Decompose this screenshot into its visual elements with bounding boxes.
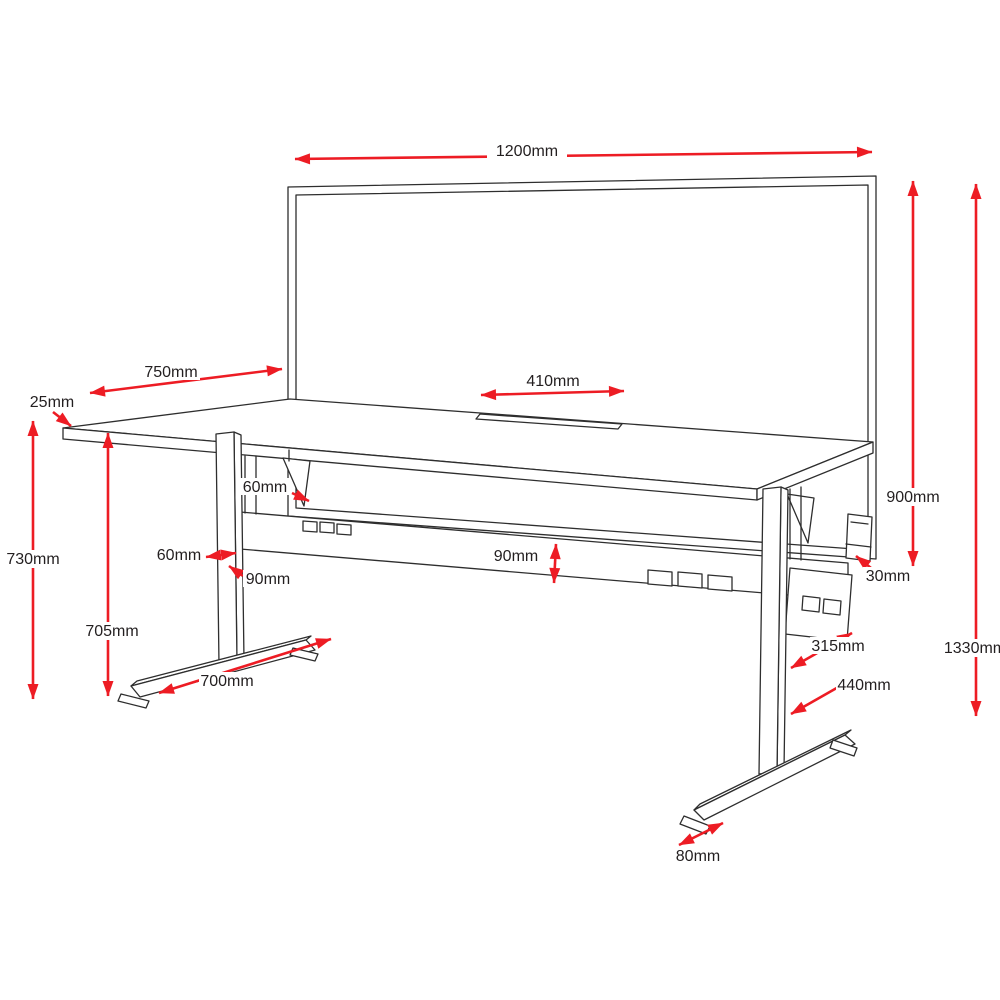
desk-top-right-edge bbox=[756, 441, 874, 501]
screen-clamp bbox=[845, 513, 873, 562]
label-text: 700mm bbox=[200, 673, 253, 690]
cable-slot bbox=[475, 413, 623, 430]
label-text: 90mm bbox=[246, 571, 290, 588]
dim-label-screen-gap: 30mm bbox=[863, 567, 913, 585]
label-bg bbox=[673, 847, 723, 864]
label-text: 60mm bbox=[243, 479, 287, 496]
cable-box-slot-1 bbox=[801, 595, 821, 613]
dim-label-beam-height: 90mm bbox=[491, 547, 541, 565]
label-bg bbox=[82, 622, 142, 640]
dim-label-desk-height: 730mm bbox=[3, 550, 63, 568]
desk-line-art bbox=[62, 175, 877, 835]
dim-label-box-depth: 315mm bbox=[810, 637, 866, 655]
right-foot-pad-rear bbox=[829, 739, 858, 757]
beam-outlet-a1 bbox=[302, 520, 318, 533]
right-foot bbox=[693, 734, 856, 821]
label-text: 410mm bbox=[526, 373, 579, 390]
dim-label-foot-width: 80mm bbox=[673, 847, 723, 865]
label-text: 30mm bbox=[866, 568, 910, 585]
dim-arrow-foot-width bbox=[678, 821, 724, 847]
label-bg bbox=[154, 546, 204, 563]
right-support-rails bbox=[789, 486, 802, 561]
label-text: 730mm bbox=[6, 551, 59, 568]
left-leg-column bbox=[215, 431, 238, 666]
label-text: 315mm bbox=[811, 638, 864, 655]
dim-arrow-screen-gap bbox=[855, 554, 872, 570]
dim-arrow-screen-width bbox=[294, 146, 873, 165]
dim-arrow-bracket bbox=[291, 489, 310, 503]
label-text: 900mm bbox=[886, 489, 939, 506]
beam-outlet-a2 bbox=[319, 521, 335, 534]
dim-label-leg-depth: 90mm bbox=[243, 570, 293, 588]
label-text: 60mm bbox=[157, 547, 201, 564]
beam-outlet-b3 bbox=[707, 574, 733, 592]
dim-label-box-width: 440mm bbox=[836, 676, 892, 694]
dim-arrow-cable-slot bbox=[480, 385, 625, 401]
dim-arrow-leg-width bbox=[205, 549, 237, 561]
dim-label-underside-height: 705mm bbox=[82, 622, 142, 640]
dim-label-screen-height: 900mm bbox=[883, 488, 943, 506]
dim-label-cable-slot: 410mm bbox=[525, 373, 581, 390]
dim-label-bracket: 60mm bbox=[240, 478, 290, 496]
label-text: 705mm bbox=[85, 623, 138, 640]
beam-outlet-b1 bbox=[647, 569, 673, 587]
right-leg-column bbox=[758, 486, 782, 775]
label-bg bbox=[525, 373, 581, 389]
label-text: 750mm bbox=[144, 364, 197, 381]
dim-label-leg-width: 60mm bbox=[154, 546, 204, 564]
dim-arrow-top-thickness bbox=[52, 410, 72, 428]
beam-outlet-b2 bbox=[677, 571, 703, 589]
label-bg bbox=[810, 637, 866, 654]
label-bg bbox=[142, 363, 200, 380]
dim-arrow-beam-height bbox=[549, 543, 561, 584]
label-text: 1330mm bbox=[944, 640, 1000, 657]
dim-label-top-thickness: 25mm bbox=[28, 394, 76, 411]
dim-label-screen-width: 1200mm bbox=[487, 141, 567, 160]
label-text: 440mm bbox=[837, 677, 890, 694]
label-text: 25mm bbox=[30, 394, 74, 411]
label-text: 1200mm bbox=[496, 143, 558, 160]
left-foot-pad-front bbox=[117, 693, 150, 709]
label-bg bbox=[487, 141, 567, 159]
dim-label-desk-depth: 750mm bbox=[142, 363, 200, 381]
label-text: 90mm bbox=[494, 548, 538, 565]
beam-outlet-a3 bbox=[336, 523, 352, 536]
label-bg bbox=[3, 550, 63, 568]
label-bg bbox=[883, 488, 943, 506]
dim-label-foot-length: 700mm bbox=[199, 672, 255, 690]
dim-arrow-desk-depth bbox=[89, 365, 283, 397]
dim-arrow-foot-length bbox=[158, 637, 332, 695]
label-bg bbox=[941, 639, 1000, 657]
label-bg bbox=[863, 567, 913, 584]
label-bg bbox=[491, 547, 541, 564]
label-bg bbox=[28, 394, 76, 410]
screen-clamp-lip bbox=[845, 521, 872, 548]
label-bg bbox=[199, 672, 255, 689]
label-bg bbox=[243, 570, 293, 587]
cable-box-slot-2 bbox=[822, 598, 842, 616]
label-bg bbox=[836, 676, 892, 693]
dim-arrow-leg-depth bbox=[228, 564, 245, 580]
label-text: 80mm bbox=[676, 848, 720, 865]
label-bg bbox=[240, 478, 290, 495]
dim-label-total-height: 1330mm bbox=[941, 639, 1000, 657]
